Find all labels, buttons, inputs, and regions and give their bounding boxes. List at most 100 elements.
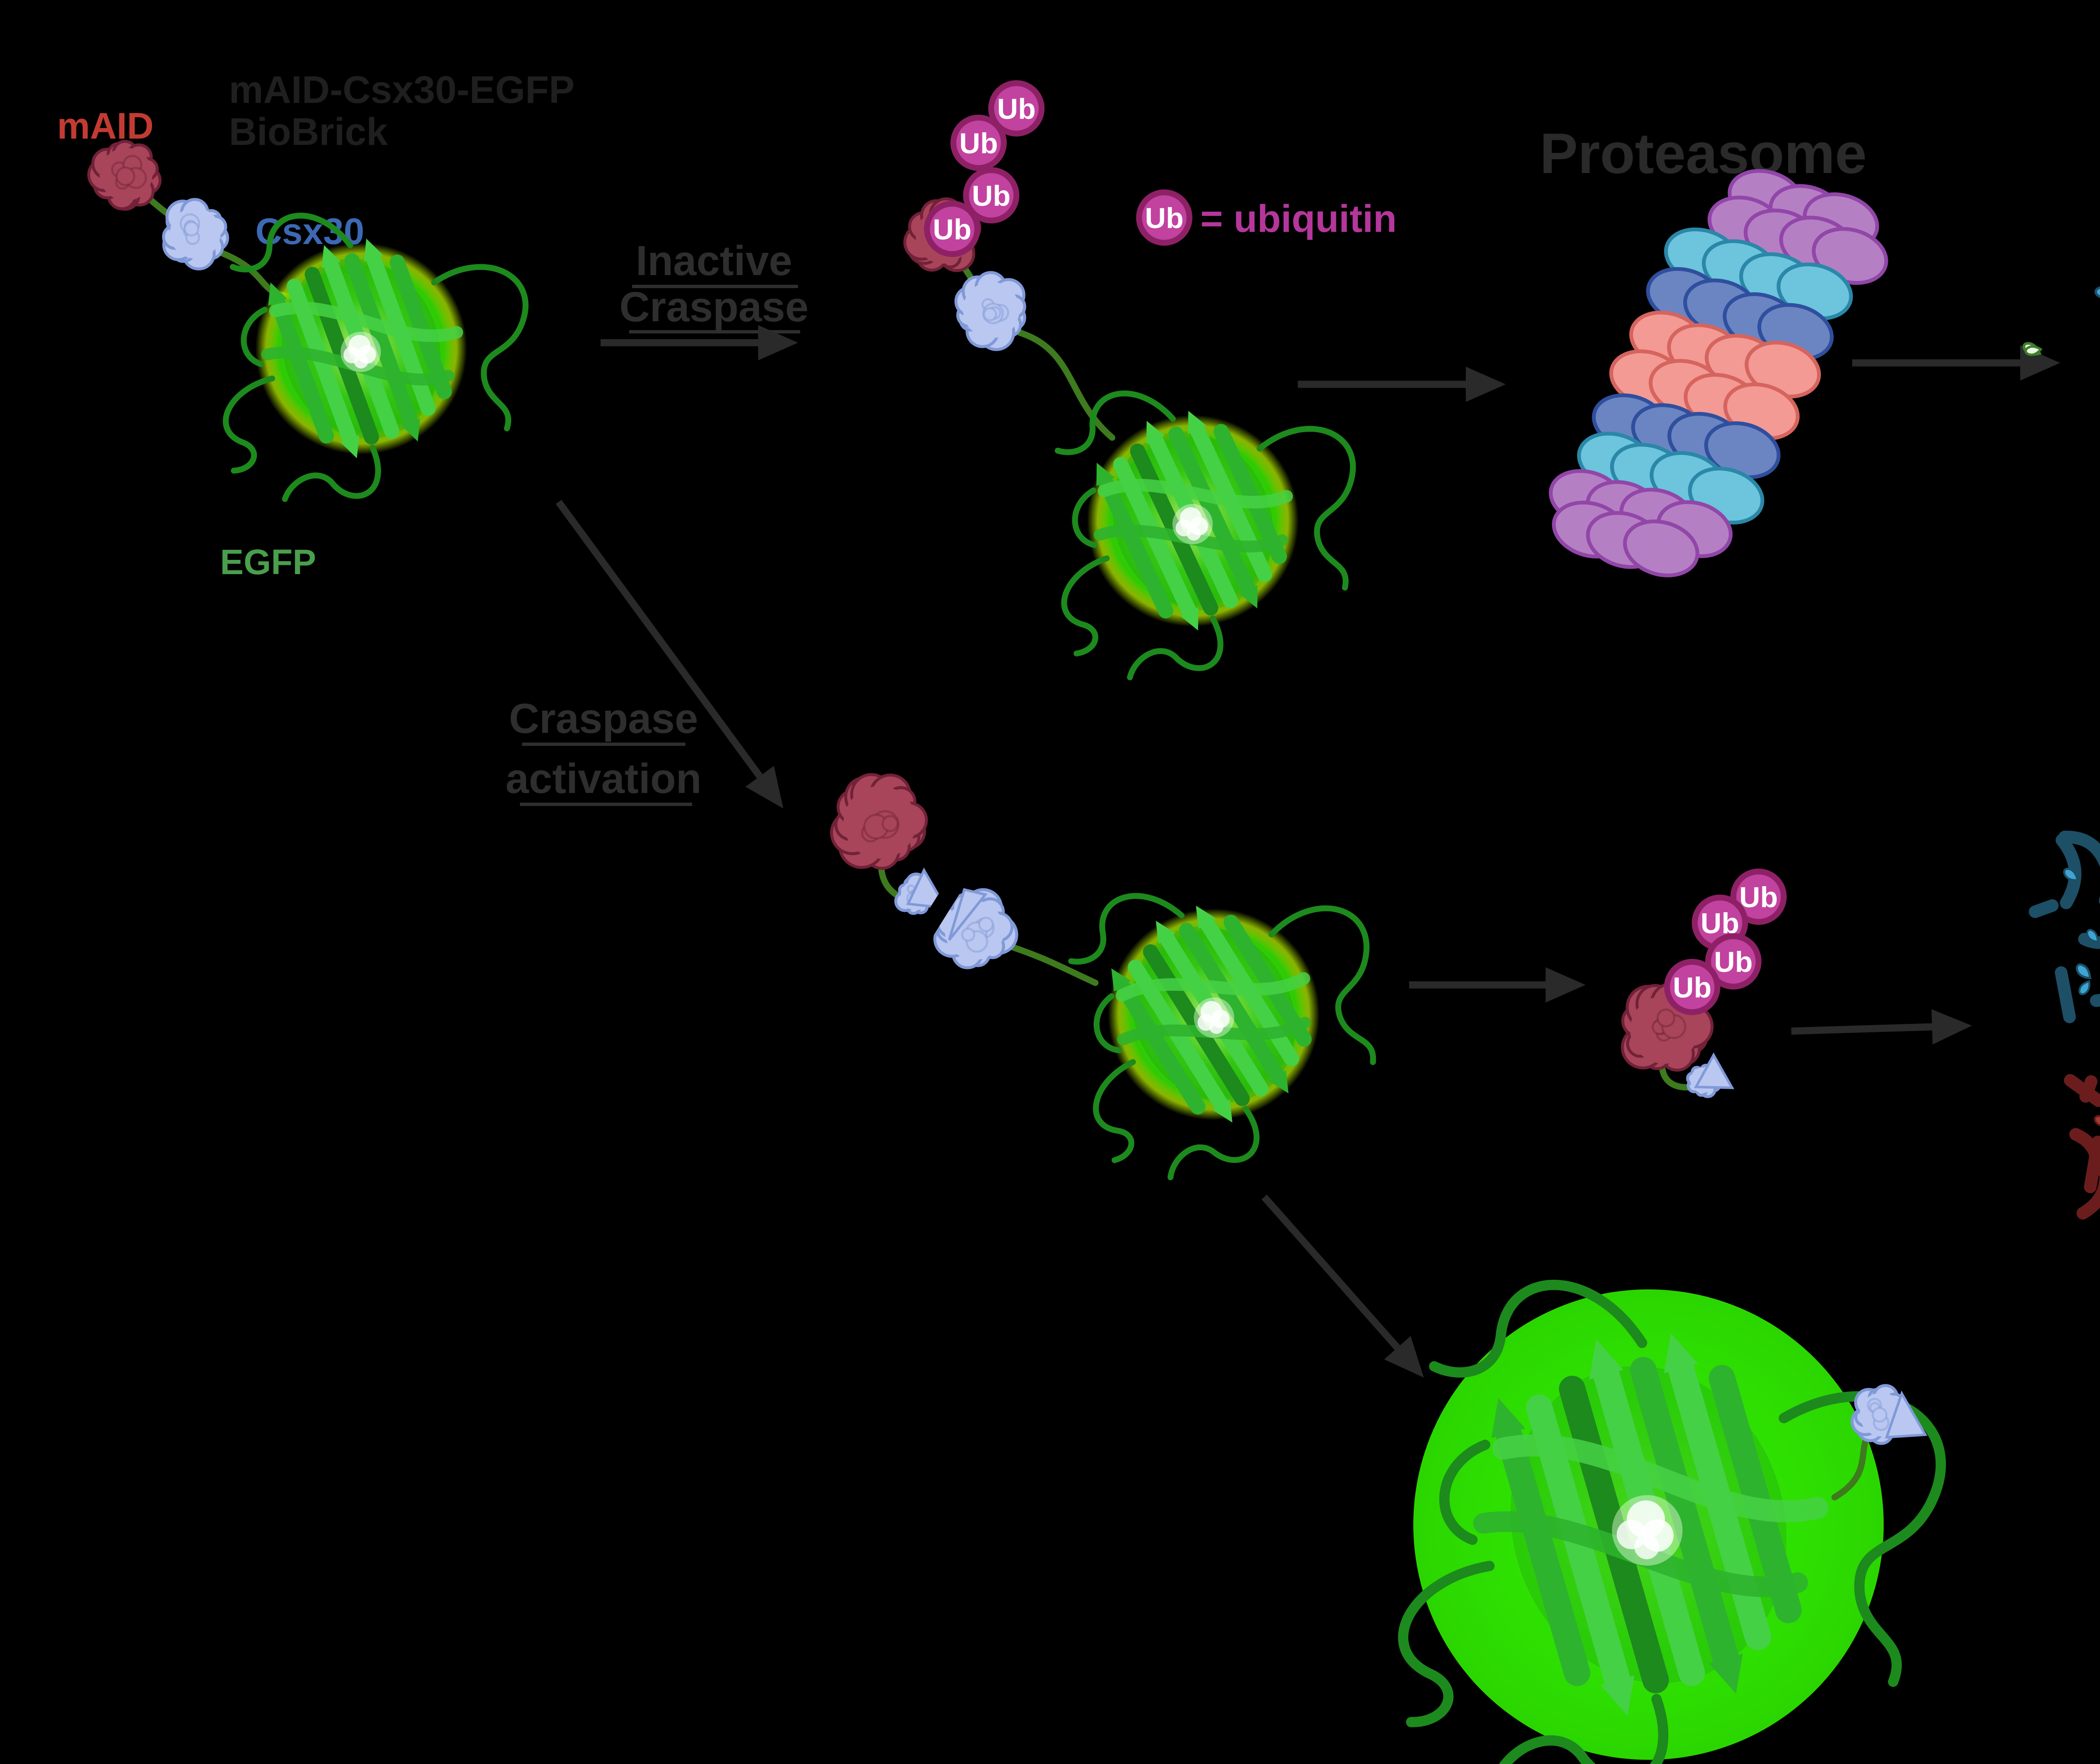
protein-blob	[162, 198, 229, 270]
ub-text: Ub	[1673, 971, 1712, 1004]
ub-circle	[924, 201, 980, 257]
arrow-shaft	[556, 499, 763, 779]
csx30-blob-2	[954, 271, 1026, 351]
ub-text: Ub	[933, 213, 971, 246]
blob-texture	[116, 166, 135, 186]
blob-texture	[184, 221, 200, 237]
ub-text: Ub	[972, 180, 1011, 212]
ub-badge: Ub	[963, 167, 1019, 223]
ubiquitin-legend: Ub = ubiquitin	[1136, 189, 1397, 246]
ub-circle	[963, 167, 1019, 223]
craspase-activation-label: Craspase activation	[506, 695, 702, 806]
released-egfp	[1353, 1251, 1965, 1764]
egfp-unit-2	[1046, 383, 1357, 688]
protein-blob	[830, 773, 928, 870]
craspase-activation-line1: Craspase	[509, 695, 698, 742]
csx30-cut-wedge	[1885, 1390, 1927, 1439]
arrow-shaft	[1261, 1194, 1400, 1350]
arrow-head	[1546, 967, 1586, 1003]
fragment-dash	[2058, 830, 2100, 870]
arrow-head	[1384, 1336, 1424, 1378]
protein-blob	[87, 140, 162, 211]
fragment-droplet	[2094, 1115, 2100, 1127]
released-csx30-fragment	[1831, 1384, 1927, 1501]
arrow-head	[1931, 1009, 1972, 1045]
cleavage-gap	[908, 857, 976, 953]
fragment-dash	[2055, 834, 2082, 909]
csx30-cut-fragment-large	[933, 888, 1018, 969]
ub-text: Ub	[1714, 946, 1753, 978]
inactive-craspase-line1: Inactive	[636, 237, 792, 284]
linker-csx30-egfp-2	[1016, 329, 1116, 441]
ub-circle	[1730, 869, 1787, 925]
inactive-craspase-label: Inactive Craspase	[620, 237, 808, 333]
fragment-dash	[2055, 966, 2076, 1024]
blob-texture	[961, 927, 976, 942]
header: mAID-Csx30-EGFP BioBrick	[229, 68, 575, 153]
ub-badge: Ub	[988, 80, 1045, 136]
csx30-cut-fragment-tiny	[1686, 1052, 1735, 1098]
egfp-unit-3	[1066, 873, 1382, 1183]
craspase-activation-line2: activation	[506, 755, 702, 802]
ub-circle	[1136, 189, 1192, 246]
proteasome-label: Proteasome	[1540, 121, 1867, 185]
degraded-fragments-1	[2022, 286, 2100, 356]
ub-badge: Ub	[1730, 869, 1787, 925]
blob-texture	[1872, 1407, 1888, 1423]
ub-text: Ub	[959, 127, 998, 160]
fragment-droplet	[2063, 868, 2079, 882]
complex-1-maid-csx30-egfp	[87, 140, 535, 529]
linker-csx30-egfp-3	[1003, 942, 1099, 986]
ub-badge: Ub	[1136, 189, 1192, 246]
arrow-head	[745, 766, 783, 808]
fragment-droplet	[2076, 963, 2092, 979]
csx30-blob-1	[162, 198, 229, 270]
ub-badge: Ub	[1705, 933, 1761, 990]
blob-texture	[983, 307, 998, 322]
fragment-dash	[2076, 1159, 2100, 1220]
proteasome-structure	[1549, 169, 1888, 578]
figure-title-line1: mAID-Csx30-EGFP	[229, 68, 575, 111]
protein-blob	[933, 888, 1018, 969]
maid-label: mAID	[57, 105, 154, 147]
proteasome-subunit	[1623, 519, 1699, 578]
maid-blob-3	[830, 773, 928, 870]
ub-circle	[988, 80, 1045, 136]
blob-texture	[978, 916, 994, 932]
csx30-cut-fragment-small	[894, 867, 948, 915]
ub-badge: Ub	[1664, 959, 1720, 1015]
csx30-cut-wedge	[948, 888, 988, 941]
arrow-head	[758, 325, 798, 360]
fragment-dash	[2078, 926, 2100, 949]
complex-3-cleaved	[830, 773, 1382, 1183]
fragment-droplet	[2024, 345, 2043, 356]
ub-badge: Ub	[924, 201, 980, 257]
legend-ub-badge: Ub	[1136, 189, 1192, 246]
maid-blob-4	[1621, 982, 1714, 1072]
fragment-dash	[2084, 1135, 2100, 1194]
ub-circle	[950, 115, 1007, 171]
inactive-craspase-line2: Craspase	[620, 284, 808, 331]
protein-blob	[954, 271, 1026, 351]
ub-circle	[1705, 933, 1761, 990]
egfp-unit-1	[202, 200, 535, 528]
fragment-dash	[2064, 1074, 2100, 1107]
legend-text: = ubiquitin	[1200, 197, 1397, 240]
arrow-head	[1466, 367, 1506, 402]
fragment-droplet	[2094, 286, 2100, 299]
ub-text: Ub	[1145, 202, 1184, 234]
degraded-fragments-2	[2029, 830, 2100, 1220]
blob-texture	[882, 815, 899, 832]
blob-texture	[1656, 1008, 1675, 1028]
arrow-shaft	[1791, 1023, 1932, 1035]
ub-text: Ub	[1739, 881, 1778, 914]
csx30-cut-wedge	[1693, 1052, 1735, 1089]
csx30-blob-released	[1851, 1384, 1927, 1445]
ub-text: Ub	[997, 93, 1036, 125]
protein-blob	[1621, 982, 1714, 1072]
